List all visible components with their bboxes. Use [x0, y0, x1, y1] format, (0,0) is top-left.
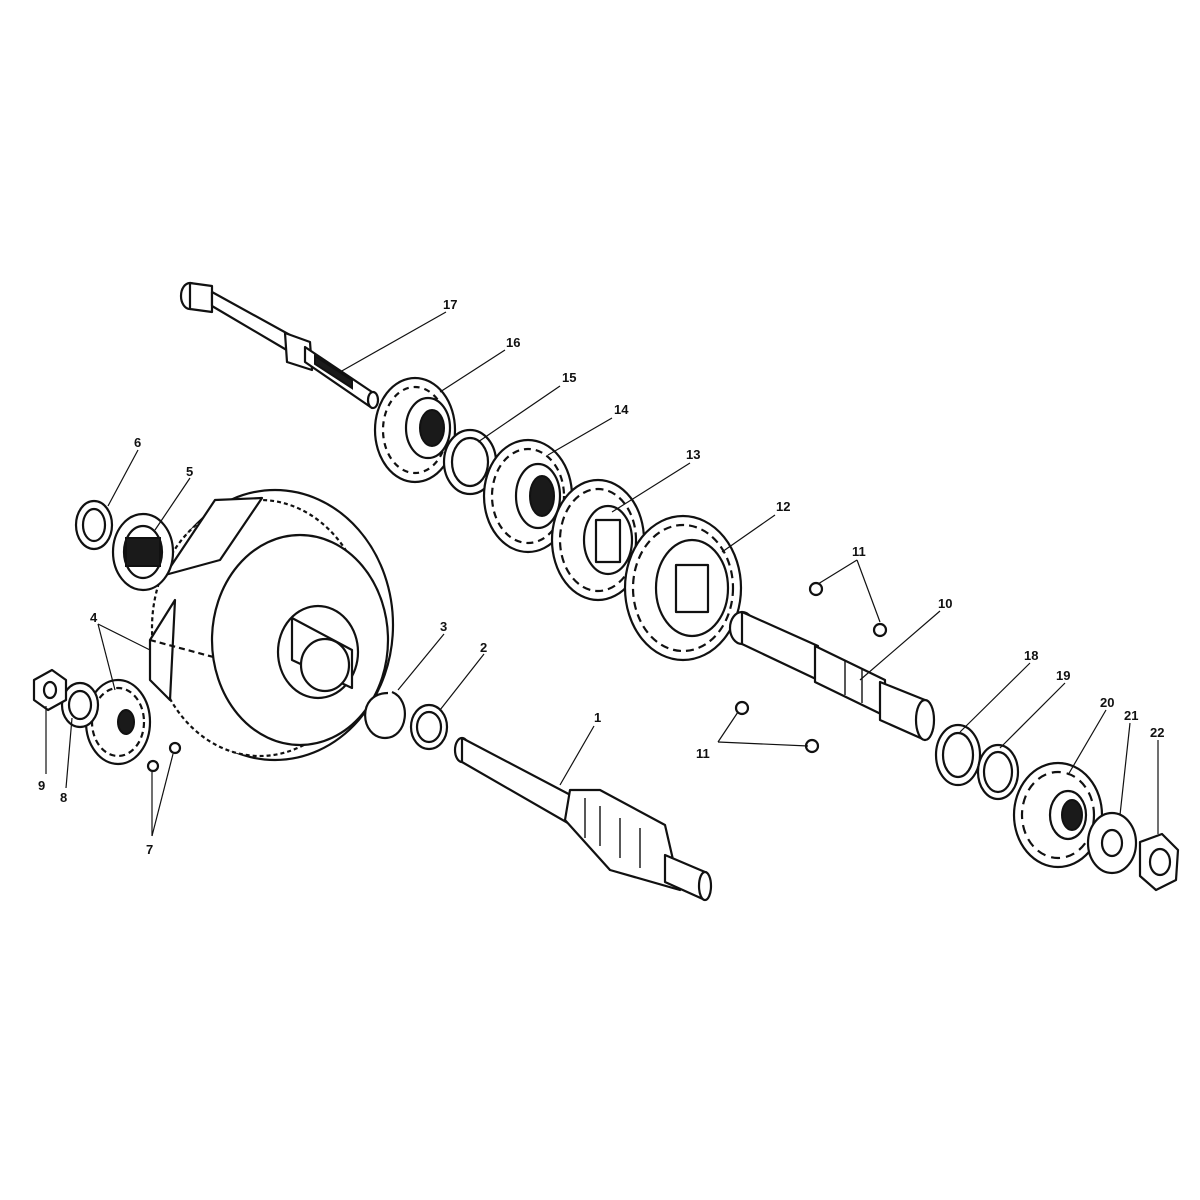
washer-2: [409, 703, 449, 751]
callout-8: 8: [60, 790, 67, 805]
bearing-5: [111, 512, 175, 592]
gear-13: [550, 478, 646, 602]
pinion-4: [84, 678, 152, 766]
callout-11-bottom: 11: [696, 746, 710, 761]
callout-9: 9: [38, 778, 45, 793]
shaft-10: [728, 610, 936, 742]
callout-16: 16: [506, 335, 520, 350]
gear-16: [373, 376, 457, 484]
balls-11: [734, 581, 888, 754]
callout-3: 3: [440, 619, 447, 634]
callout-21: 21: [1124, 708, 1138, 723]
washer-19: [976, 743, 1020, 801]
gear-14: [482, 438, 574, 554]
callout-14: 14: [614, 402, 629, 417]
callout-20: 20: [1100, 695, 1114, 710]
callout-10: 10: [938, 596, 952, 611]
balls-7: [146, 741, 182, 773]
nut-9: [32, 668, 68, 712]
circlip-3: [364, 690, 406, 740]
callout-17: 17: [443, 297, 457, 312]
callout-labels: 1 2 3 4 5 6 7 8 9 10 11 11 12 13 14 15 1…: [38, 297, 1164, 857]
sprocket-20: [1012, 761, 1104, 869]
clutch-basket: [148, 488, 395, 762]
washer-6: [74, 499, 114, 551]
cluster-shaft-1: [453, 736, 713, 902]
washer-21: [1086, 811, 1138, 875]
callout-19: 19: [1056, 668, 1070, 683]
callout-1: 1: [594, 710, 601, 725]
callout-18: 18: [1024, 648, 1038, 663]
washer-18: [934, 723, 982, 787]
callout-12: 12: [776, 499, 790, 514]
callout-5: 5: [186, 464, 193, 479]
leader-lines: [45, 311, 1159, 837]
shaft-17: [179, 281, 380, 410]
callout-22: 22: [1150, 725, 1164, 740]
callout-13: 13: [686, 447, 700, 462]
callout-11-top: 11: [852, 544, 866, 559]
washer-8: [60, 681, 100, 729]
callout-2: 2: [480, 640, 487, 655]
callout-6: 6: [134, 435, 141, 450]
callout-4: 4: [90, 610, 98, 625]
gear-12: [623, 514, 743, 662]
callout-7: 7: [146, 842, 153, 857]
callout-15: 15: [562, 370, 576, 385]
nut-22: [1138, 832, 1180, 892]
